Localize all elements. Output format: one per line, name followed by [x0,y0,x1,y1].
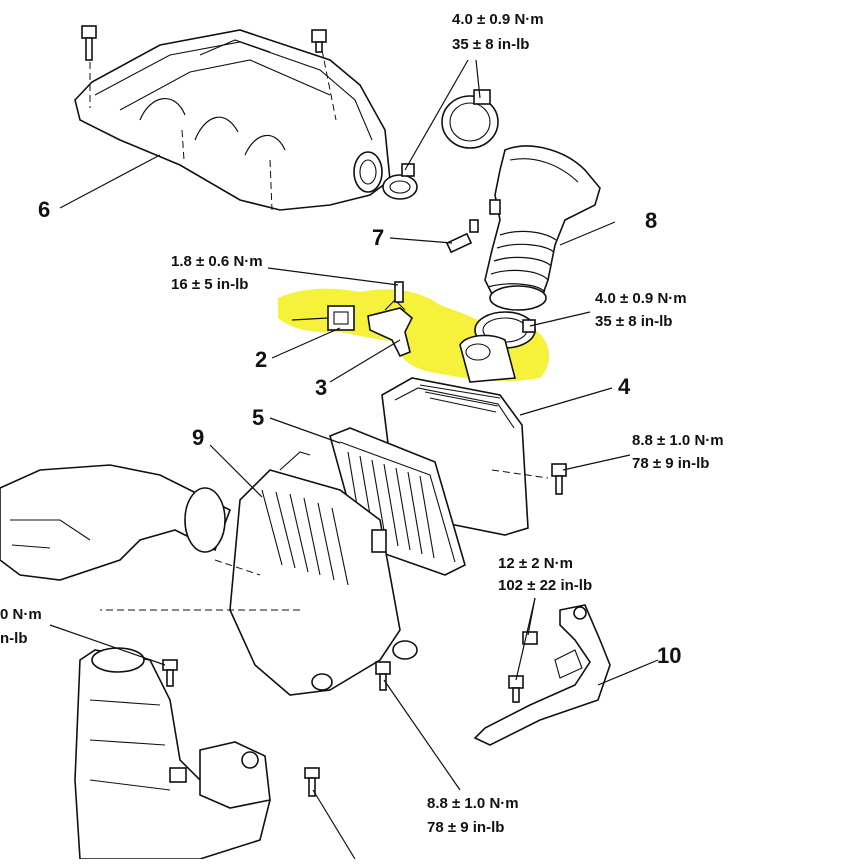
resonator [74,647,271,860]
part-9-lower-case [100,451,418,696]
callout-label: 5 [252,405,264,430]
torque-spec-nm: 0 N·m [0,606,42,623]
callout-label: 6 [38,197,50,222]
bolt-icon [551,463,567,495]
torque-spec-inlb: 16 ± 5 in-lb [171,276,248,293]
torque-spec-inlb: 102 ± 22 in-lb [498,577,592,594]
callout-label: 3 [315,375,327,400]
bolt-icon [375,661,391,691]
part-6-resonator-cover [74,29,391,211]
part-2-connector [291,305,355,331]
torque-spec-inlb: 35 ± 8 in-lb [452,36,529,53]
torque-spec-nm: 8.8 ± 1.0 N·m [427,795,519,812]
intake-duct [0,464,261,581]
bolt-icon [508,675,524,703]
hose-clamp-icon [441,89,499,149]
torque-spec-inlb: 78 ± 9 in-lb [632,455,709,472]
callout-label: 9 [192,425,204,450]
bolt-icon [311,29,327,53]
torque-spec-nm: 8.8 ± 1.0 N·m [632,432,724,449]
torque-spec-inlb: 35 ± 8 in-lb [595,313,672,330]
leader-lines [49,59,659,860]
torque-spec-inlb: n-lb [0,630,28,647]
torque-spec-nm: 12 ± 2 N·m [498,555,573,572]
callout-label: 10 [657,643,681,668]
torque-spec-nm: 4.0 ± 0.9 N·m [595,290,687,307]
bolt-icon [81,25,97,61]
bolt-icon [304,767,320,797]
hose-clamp-icon [382,163,418,200]
callout-label: 7 [372,225,384,250]
part-10-bracket [473,604,611,746]
callout-label: 4 [618,374,631,399]
part-7-stud [445,199,501,254]
air-cleaner-outlet [459,334,517,383]
torque-spec-nm: 1.8 ± 0.6 N·m [171,253,263,270]
callout-label: 8 [645,208,657,233]
part-8-intake-hose [484,145,601,311]
part-3-airflow-sensor [367,281,413,358]
callout-label: 2 [255,347,267,372]
torque-spec-inlb: 78 ± 9 in-lb [427,819,504,836]
bolt-icon [162,659,178,687]
torque-spec-nm: 4.0 ± 0.9 N·m [452,11,544,28]
